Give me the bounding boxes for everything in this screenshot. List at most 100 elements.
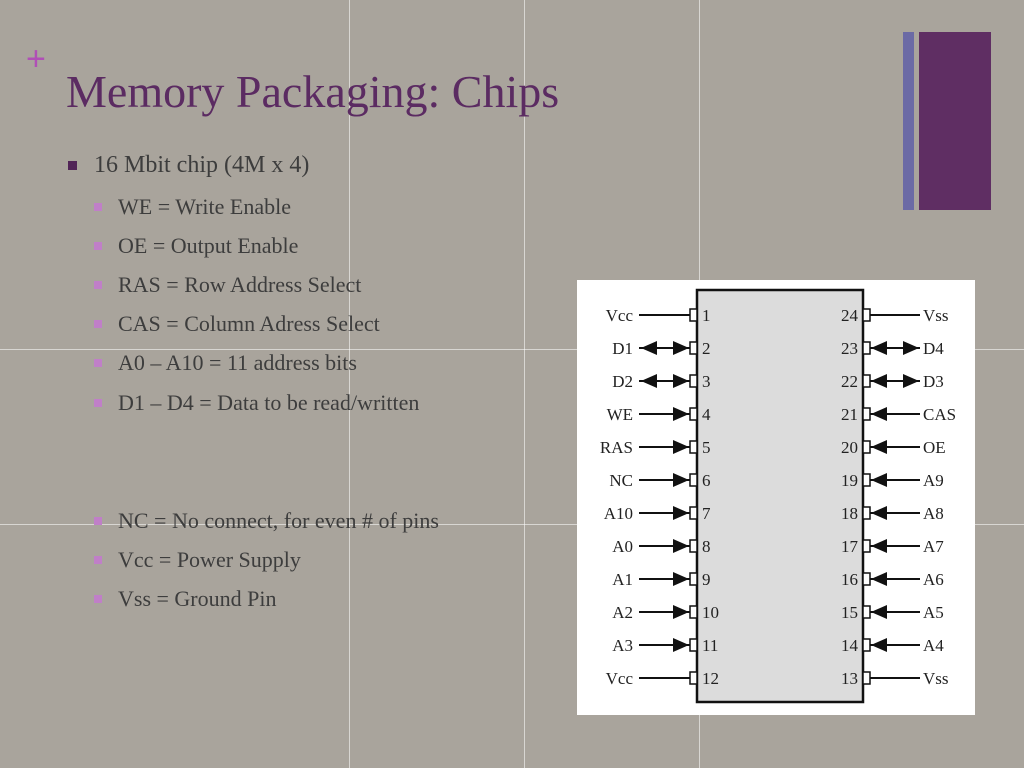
- pin-arrow: [673, 506, 689, 520]
- pin-stub: [689, 341, 698, 355]
- square-bullet-icon: [94, 399, 102, 407]
- pin-stub: [862, 572, 871, 586]
- pin-label: WE: [607, 405, 633, 424]
- pin-label: D3: [923, 372, 944, 391]
- pin-label: NC: [609, 471, 633, 490]
- pin-label: A10: [604, 504, 633, 523]
- pin-arrow: [871, 473, 887, 487]
- grid-line: [524, 0, 525, 768]
- pin-stub: [862, 308, 871, 322]
- grid-line: [0, 524, 1024, 525]
- square-bullet-icon: [94, 281, 102, 289]
- sub-bullet: NC = No connect, for even # of pins: [94, 508, 439, 534]
- square-bullet-icon: [94, 320, 102, 328]
- sub-bullet-text: Vss = Ground Pin: [118, 586, 277, 611]
- pin-stub: [689, 605, 698, 619]
- sub-bullet-text: D1 – D4 = Data to be read/written: [118, 390, 420, 415]
- pin-arrow: [673, 473, 689, 487]
- pin-label: A2: [612, 603, 633, 622]
- sub-bullet: A0 – A10 = 11 address bits: [94, 350, 357, 376]
- pin-stub: [862, 473, 871, 487]
- pin-label: D4: [923, 339, 944, 358]
- pin-number: 10: [702, 603, 719, 622]
- pin-number: 1: [702, 306, 711, 325]
- pin-stub: [862, 440, 871, 454]
- pin-stub: [862, 605, 871, 619]
- pin-number: 20: [841, 438, 858, 457]
- pin-stub: [862, 374, 871, 388]
- accent-bar-thin: [903, 32, 914, 210]
- pin-label: A9: [923, 471, 944, 490]
- pin-label: A6: [923, 570, 944, 589]
- pin-stub: [689, 308, 698, 322]
- sub-bullet-text: OE = Output Enable: [118, 233, 299, 258]
- square-bullet-icon: [68, 161, 77, 170]
- sub-bullet: Vss = Ground Pin: [94, 586, 276, 612]
- pin-label: A7: [923, 537, 944, 556]
- pin-label: A5: [923, 603, 944, 622]
- pin-stub: [862, 341, 871, 355]
- pin-number: 14: [841, 636, 859, 655]
- sub-bullet: CAS = Column Adress Select: [94, 311, 380, 337]
- sub-bullet-text: Vcc = Power Supply: [118, 547, 301, 572]
- pin-label: Vcc: [606, 306, 634, 325]
- pin-label: A1: [612, 570, 633, 589]
- pin-label: RAS: [600, 438, 633, 457]
- sub-bullet-text: RAS = Row Address Select: [118, 272, 362, 297]
- pin-number: 24: [841, 306, 859, 325]
- pin-number: 4: [702, 405, 711, 424]
- pin-label: Vss: [923, 669, 949, 688]
- pin-stub: [689, 407, 698, 421]
- pin-arrow: [871, 605, 887, 619]
- pin-arrow: [673, 572, 689, 586]
- sub-bullet-text: CAS = Column Adress Select: [118, 311, 380, 336]
- pin-arrow: [641, 374, 657, 388]
- pin-stub: [862, 506, 871, 520]
- pin-label: Vcc: [606, 669, 634, 688]
- accent-bar-thick: [919, 32, 991, 210]
- pin-number: 11: [702, 636, 718, 655]
- pin-stub: [689, 671, 698, 685]
- pin-arrow: [871, 341, 887, 355]
- pin-arrow: [871, 539, 887, 553]
- main-bullet: 16 Mbit chip (4M x 4): [68, 152, 309, 179]
- pin-number: 3: [702, 372, 711, 391]
- pin-label: A0: [612, 537, 633, 556]
- slide-title: Memory Packaging: Chips: [66, 66, 560, 117]
- pin-number: 8: [702, 537, 711, 556]
- square-bullet-icon: [94, 242, 102, 250]
- pin-label: A3: [612, 636, 633, 655]
- main-bullet-text: 16 Mbit chip (4M x 4): [94, 152, 310, 178]
- square-bullet-icon: [94, 556, 102, 564]
- pin-number: 17: [841, 537, 859, 556]
- pin-arrow: [673, 374, 689, 388]
- square-bullet-icon: [94, 359, 102, 367]
- pin-number: 16: [841, 570, 858, 589]
- pin-stub: [689, 638, 698, 652]
- pin-stub: [689, 374, 698, 388]
- pin-label: Vss: [923, 306, 949, 325]
- pin-arrow: [871, 374, 887, 388]
- grid-line: [0, 349, 1024, 350]
- pin-arrow: [673, 638, 689, 652]
- pin-arrow: [871, 638, 887, 652]
- pin-number: 13: [841, 669, 858, 688]
- sub-bullet: Vcc = Power Supply: [94, 547, 301, 573]
- pin-arrow: [903, 341, 919, 355]
- pin-arrow: [673, 341, 689, 355]
- pin-label: D2: [612, 372, 633, 391]
- pin-stub: [689, 506, 698, 520]
- sub-bullet-text: WE = Write Enable: [118, 194, 291, 219]
- pin-arrow: [673, 407, 689, 421]
- pin-arrow: [673, 440, 689, 454]
- pin-stub: [862, 539, 871, 553]
- sub-bullet-text: NC = No connect, for even # of pins: [118, 508, 439, 533]
- pin-number: 21: [841, 405, 858, 424]
- sub-bullet: WE = Write Enable: [94, 194, 291, 220]
- pin-number: 7: [702, 504, 711, 523]
- pin-label: A8: [923, 504, 944, 523]
- pin-label: A4: [923, 636, 944, 655]
- pin-label: CAS: [923, 405, 956, 424]
